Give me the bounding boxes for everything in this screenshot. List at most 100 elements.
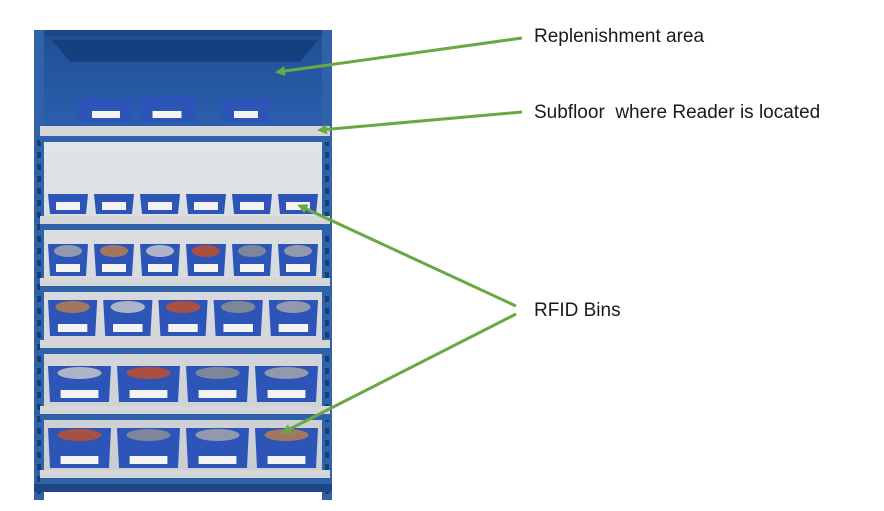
upright-slot — [325, 140, 329, 146]
upright-slot — [37, 176, 41, 182]
bin-label-card — [278, 324, 309, 332]
upright-slot — [37, 152, 41, 158]
upright-slot — [37, 140, 41, 146]
bin-label-card — [102, 264, 126, 272]
upright-slot — [325, 176, 329, 182]
shelf-beam — [40, 224, 330, 230]
upright-slot — [37, 380, 41, 386]
upright-slot — [325, 380, 329, 386]
shelf-beam — [40, 478, 330, 484]
arrow-to-subfloor — [317, 110, 523, 135]
upright-slot — [37, 260, 41, 266]
bin-label-card — [240, 264, 264, 272]
bin-parts — [264, 429, 309, 441]
upright-slot — [37, 284, 41, 290]
upright-slot — [37, 236, 41, 242]
shelf-surface — [40, 340, 330, 348]
upright-slot — [37, 416, 41, 422]
upright-slot — [325, 392, 329, 398]
upright-slot — [325, 248, 329, 254]
upright-slot — [325, 308, 329, 314]
bin-label-card — [129, 390, 168, 398]
upright-slot — [325, 428, 329, 434]
bin-parts — [146, 245, 174, 257]
subfloor-reader-label: Subfloor where Reader is located — [534, 102, 821, 123]
upright-slot — [325, 452, 329, 458]
upright-slot — [325, 212, 329, 218]
shelf-surface — [40, 216, 330, 224]
upright-slot — [37, 248, 41, 254]
replenishment-ceiling — [52, 40, 318, 62]
bin-parts — [276, 301, 311, 313]
bin-label-card — [102, 202, 126, 210]
bin-label-card — [267, 390, 306, 398]
bin-label-card — [194, 202, 218, 210]
upright-slot — [325, 164, 329, 170]
bin-parts — [284, 245, 312, 257]
arrow-to-replenishment-area — [275, 36, 523, 76]
bin-parts — [55, 301, 90, 313]
upright-slot — [325, 188, 329, 194]
shelf-beam — [40, 286, 330, 292]
bin-label-card — [56, 264, 80, 272]
bin-parts — [54, 245, 82, 257]
upright-slot — [37, 344, 41, 350]
upright-slot — [325, 368, 329, 374]
upright-slot — [37, 452, 41, 458]
upright-slot — [37, 272, 41, 278]
bin-label-card — [286, 264, 310, 272]
upright-slot — [37, 404, 41, 410]
replenishment-area-label: Replenishment area — [534, 26, 705, 47]
upright-slot — [325, 236, 329, 242]
subfloor-shelf — [40, 126, 330, 136]
shelf-beam — [40, 348, 330, 354]
bin-label-card — [92, 111, 120, 118]
bin-label-card — [60, 390, 99, 398]
upright-slot — [37, 224, 41, 230]
upright-slot — [37, 392, 41, 398]
upright-slot — [37, 356, 41, 362]
upright-slot — [37, 464, 41, 470]
shelf-surface — [40, 470, 330, 478]
bin-label-card — [57, 324, 88, 332]
rack-top-beam — [40, 30, 330, 36]
bin-parts — [220, 301, 256, 313]
bin-label-card — [194, 264, 218, 272]
replenishment-bin — [222, 98, 270, 122]
upright-slot — [325, 332, 329, 338]
upright-slot — [325, 464, 329, 470]
bin-parts — [238, 245, 266, 257]
shelf-beam — [40, 414, 330, 420]
rack-base — [34, 484, 332, 492]
upright-slot — [37, 332, 41, 338]
bin-label-card — [129, 456, 168, 464]
upright-slot — [325, 296, 329, 302]
bin-parts — [165, 301, 201, 313]
upright-slot — [325, 320, 329, 326]
bin-label-card — [56, 202, 80, 210]
bin-label-card — [240, 202, 264, 210]
upright-slot — [37, 296, 41, 302]
upright-slot — [37, 164, 41, 170]
upright-slot — [325, 272, 329, 278]
bin-label-card — [234, 111, 258, 118]
bin-label-card — [223, 324, 253, 332]
bin-parts — [195, 429, 240, 441]
bin-label-card — [148, 264, 172, 272]
upright-slot — [37, 368, 41, 374]
upright-slot — [37, 188, 41, 194]
bin-label-card — [267, 456, 306, 464]
rfid-bins-label: RFID Bins — [534, 300, 621, 321]
upright-slot — [325, 200, 329, 206]
bin-label-card — [60, 456, 99, 464]
bin-parts — [264, 367, 309, 379]
bin-label-card — [168, 324, 198, 332]
upright-slot — [37, 308, 41, 314]
bin-label-card — [198, 390, 237, 398]
shelf-surface — [40, 278, 330, 286]
bin-parts — [57, 367, 102, 379]
bin-parts — [110, 301, 146, 313]
subfloor-beam — [40, 136, 330, 142]
